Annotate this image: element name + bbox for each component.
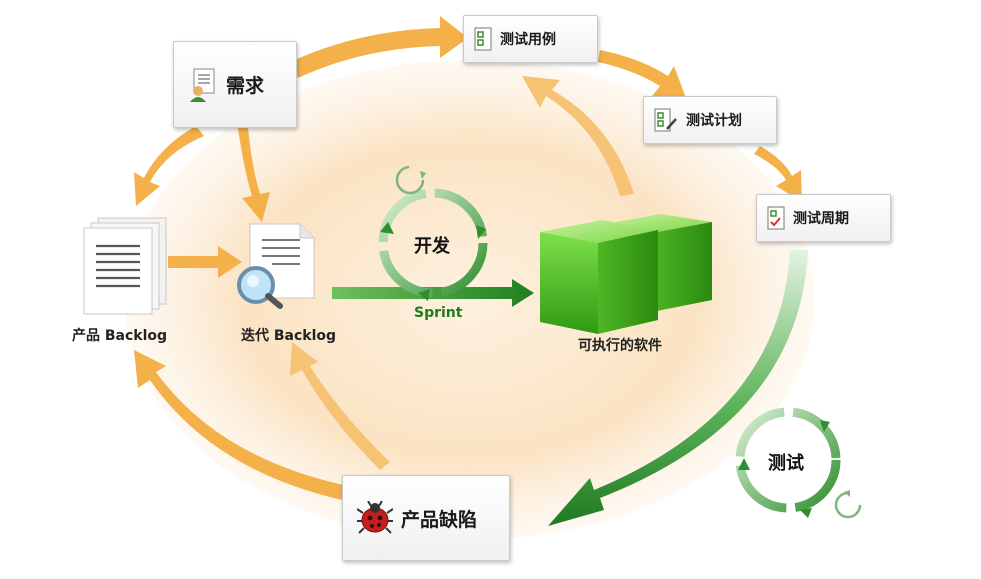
background-ellipse [125,60,815,540]
develop-label: 开发 [414,236,450,257]
test-cycle-label: 测试周期 [793,211,849,227]
arrow-productbacklog-to-iterationbacklog [168,246,242,278]
develop-cycle [378,165,488,301]
sprint-label: Sprint [414,305,463,321]
cube-icon [540,214,712,334]
requirements-card[interactable]: 需求 [173,41,297,128]
bug-icon [357,501,393,534]
product-defects-label: 产品缺陷 [401,508,478,531]
arrow-testcases-to-testplan [598,50,686,98]
checklist-cycle-icon [767,206,785,230]
arrow-requirements-to-testcases [290,16,468,78]
testing-label: 测试 [768,453,804,474]
arrow-requirements-to-productbacklog [134,126,204,206]
requirements-label: 需求 [226,75,265,97]
testing-cycle [735,407,862,519]
executable-software-label: 可执行的软件 [578,338,662,354]
arrow-defects-to-iterationbacklog [290,342,390,470]
test-plan-card[interactable]: 测试计划 [643,96,777,144]
test-cycle-card[interactable]: 测试周期 [756,194,891,242]
product-defects-card[interactable]: 产品缺陷 [342,475,510,561]
arrow-requirements-to-iterationbacklog [238,128,270,222]
user-document-icon [190,68,215,102]
orange-arrows [134,16,802,500]
arrow-software-to-testcases [522,76,634,196]
test-plan-label: 测试计划 [686,113,742,129]
document-search-icon [237,223,315,309]
arrow-testplan-to-testcycle [754,146,802,202]
arrow-testcycle-to-defects [548,250,808,526]
test-cases-label: 测试用例 [500,32,556,48]
sprint-arrow [332,279,534,307]
iteration-backlog-label: 迭代 Backlog [241,328,337,344]
checklist-pencil-icon [654,108,677,132]
product-backlog-label: 产品 Backlog [72,328,168,344]
arrow-defects-to-productbacklog [134,350,348,500]
checklist-icon [474,27,492,51]
document-stack-icon [83,217,167,315]
test-cases-card[interactable]: 测试用例 [463,15,598,63]
